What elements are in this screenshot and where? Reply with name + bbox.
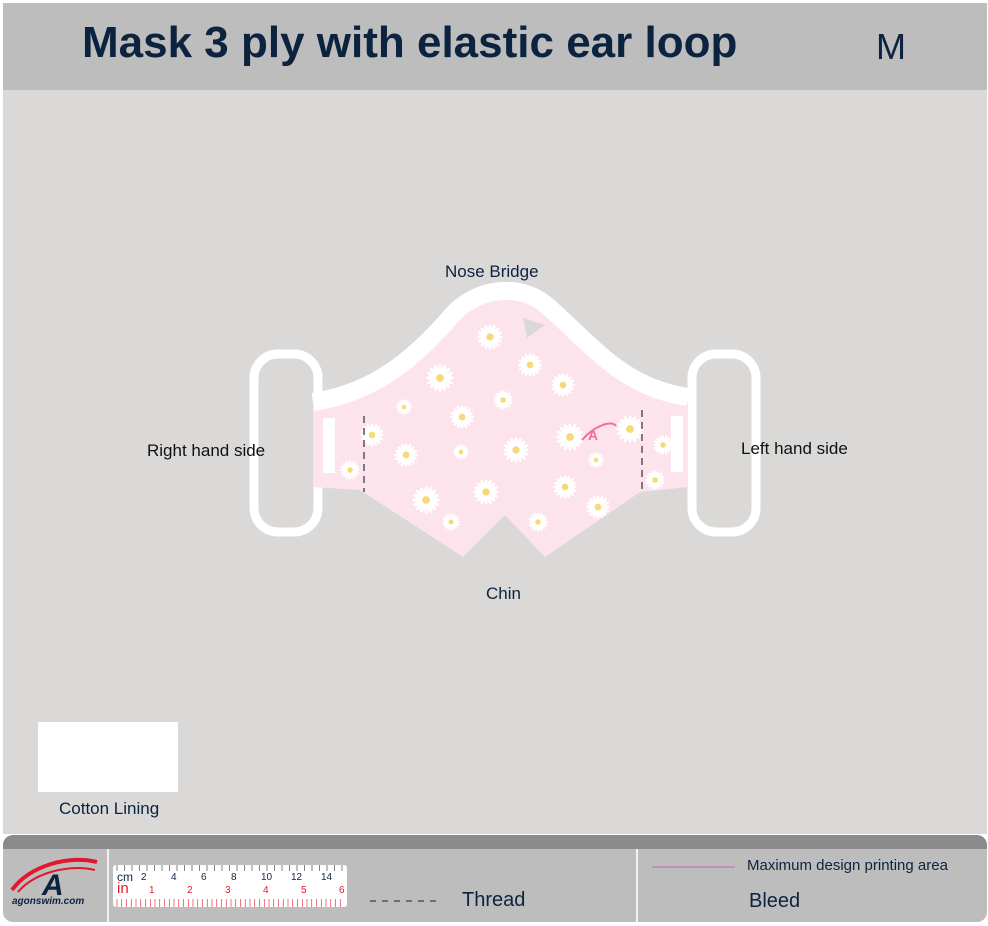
daisy-print [586, 495, 610, 519]
divider [107, 849, 109, 922]
nose-bridge-label: Nose Bridge [445, 262, 539, 281]
chin-label: Chin [486, 584, 521, 603]
footer-top-bar [3, 835, 987, 849]
in-unit: in [117, 880, 129, 897]
page-title: Mask 3 ply with elastic ear loop [82, 18, 738, 67]
cm-tick-label: 14 [321, 872, 333, 883]
daisy-print [340, 460, 360, 480]
daisy-print [477, 324, 503, 350]
daisy-print [453, 444, 469, 460]
cm-tick-label: 6 [201, 872, 207, 883]
size-label: M [876, 26, 906, 67]
daisy-print [473, 479, 499, 505]
logo-text: agonswim.com [12, 896, 85, 907]
max-area-label: Maximum design printing area [747, 857, 948, 874]
agon-logo-print: A [581, 422, 617, 443]
in-tick-label: 6 [339, 885, 345, 896]
agonswim-logo: A [10, 857, 98, 902]
nose-notch [523, 318, 545, 338]
cotton-lining-swatch [38, 722, 178, 792]
in-tick-label: 1 [149, 885, 155, 896]
left-ear-loop [687, 349, 761, 537]
left-side-label: Left hand side [741, 439, 848, 458]
daisy-print [551, 373, 575, 397]
thread-label: Thread [462, 889, 526, 911]
daisy-print [412, 486, 440, 514]
mask-body [313, 298, 688, 557]
daisy-print [396, 399, 412, 415]
in-tick-label: 3 [225, 885, 231, 896]
in-tick-label: 5 [301, 885, 307, 896]
cm-unit: cm [117, 870, 133, 884]
cm-tick-label: 2 [141, 872, 147, 883]
daisy-print [556, 423, 584, 451]
daisy-print [493, 390, 513, 410]
bleed-label: Bleed [749, 890, 801, 912]
cm-tick-label: 10 [261, 872, 273, 883]
daisy-print [442, 513, 460, 531]
cm-tick-label: 12 [291, 872, 303, 883]
daisy-print [645, 470, 665, 490]
daisy-print [653, 435, 673, 455]
cm-tick-label: 8 [231, 872, 237, 883]
daisy-print [553, 475, 577, 499]
daisy-print [528, 512, 548, 532]
header-bar [3, 3, 987, 90]
in-tick-label: 2 [187, 885, 193, 896]
cm-tick-label: 4 [171, 872, 177, 883]
daisy-print [616, 415, 644, 443]
care-label-right [323, 418, 335, 473]
svg-text:A: A [41, 869, 64, 902]
divider [636, 849, 638, 922]
daisy-print [394, 443, 418, 467]
in-tick-label: 4 [263, 885, 269, 896]
svg-text:A: A [588, 427, 598, 443]
daisy-print [360, 423, 384, 447]
right-side-label: Right hand side [147, 441, 266, 460]
daisy-print [503, 437, 529, 463]
cotton-lining-label: Cotton Lining [59, 799, 160, 818]
nose-binding [311, 281, 690, 411]
care-label-left [671, 416, 683, 472]
daisy-print [426, 364, 454, 392]
daisy-print [518, 353, 542, 377]
daisy-print [450, 405, 474, 429]
daisy-print [588, 452, 604, 468]
